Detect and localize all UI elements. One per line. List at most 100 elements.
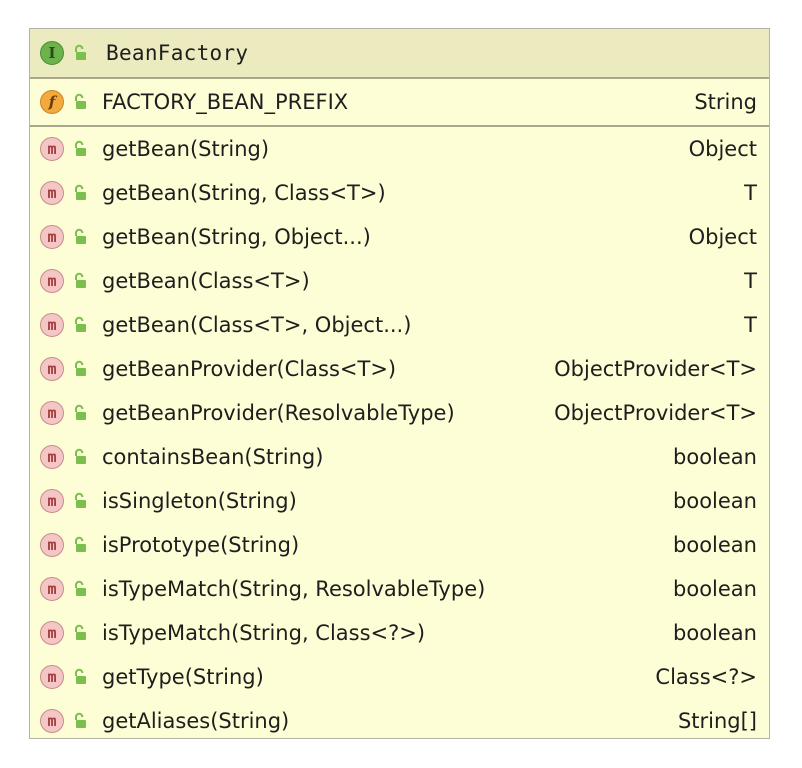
visibility-cell — [68, 228, 102, 246]
member-type: boolean — [673, 533, 757, 557]
method-icon: m — [40, 489, 64, 513]
method-row[interactable]: m getBean(Class<T>) T — [30, 259, 769, 303]
kind-cell: m — [36, 313, 68, 337]
method-icon: m — [40, 269, 64, 293]
member-name: getBean(String, Class<T>) — [102, 181, 386, 205]
kind-cell: m — [36, 225, 68, 249]
public-lock-icon — [75, 668, 86, 684]
member-type: boolean — [673, 621, 757, 645]
member-type: Object — [688, 225, 757, 249]
public-lock-icon — [75, 93, 86, 109]
method-row[interactable]: m getBeanProvider(Class<T>) ObjectProvider… — [30, 347, 769, 391]
method-row[interactable]: m getType(String) Class<?> — [30, 655, 769, 699]
member-type: Object — [688, 137, 757, 161]
kind-cell: m — [36, 445, 68, 469]
member-type: boolean — [673, 577, 757, 601]
method-row[interactable]: m getAliases(String) String[] — [30, 699, 769, 743]
kind-cell: f — [36, 90, 68, 114]
class-header: I BeanFactory — [30, 29, 769, 79]
member-name: getAliases(String) — [102, 709, 290, 733]
field-icon: f — [40, 90, 64, 114]
public-lock-icon — [75, 536, 86, 552]
member-name: getBean(Class<T>) — [102, 269, 310, 293]
method-icon: m — [40, 225, 64, 249]
kind-cell: m — [36, 621, 68, 645]
visibility-cell — [68, 316, 102, 334]
kind-cell: m — [36, 665, 68, 689]
member-name: getBean(String) — [102, 137, 270, 161]
method-row[interactable]: m isTypeMatch(String, ResolvableType) bool… — [30, 567, 769, 611]
visibility-cell — [68, 93, 102, 111]
member-type: T — [744, 181, 757, 205]
method-row[interactable]: m isPrototype(String) boolean — [30, 523, 769, 567]
visibility-cell — [68, 536, 102, 554]
visibility-cell — [68, 492, 102, 510]
member-name: getBeanProvider(Class<T>) — [102, 357, 397, 381]
method-icon: m — [40, 445, 64, 469]
public-lock-icon — [75, 44, 86, 60]
class-diagram-box: I BeanFactory f FACTORY_BEAN_PREFIX String… — [29, 28, 770, 739]
method-icon: m — [40, 621, 64, 645]
member-name: containsBean(String) — [102, 445, 324, 469]
public-lock-icon — [75, 228, 86, 244]
kind-cell: m — [36, 533, 68, 557]
member-name: isPrototype(String) — [102, 533, 300, 557]
member-name: FACTORY_BEAN_PREFIX — [102, 90, 349, 114]
member-type: T — [744, 269, 757, 293]
public-lock-icon — [75, 140, 86, 156]
visibility-cell — [68, 712, 102, 730]
public-lock-icon — [75, 580, 86, 596]
method-icon: m — [40, 577, 64, 601]
method-row[interactable]: m getBean(String) Object — [30, 127, 769, 171]
kind-cell: m — [36, 137, 68, 161]
method-row[interactable]: m getBeanProvider(ResolvableType) ObjectPr… — [30, 391, 769, 435]
member-type: ObjectProvider<T> — [554, 401, 757, 425]
public-lock-icon — [75, 316, 86, 332]
interface-icon: I — [40, 41, 64, 65]
visibility-cell — [68, 668, 102, 686]
method-icon: m — [40, 709, 64, 733]
method-icon: m — [40, 401, 64, 425]
visibility-cell — [68, 580, 102, 598]
member-type: Class<?> — [655, 665, 757, 689]
visibility-cell — [68, 272, 102, 290]
methods-section: m getBean(String) Object m getBean(String, C… — [30, 127, 769, 743]
member-name: getType(String) — [102, 665, 264, 689]
method-row[interactable]: m isTypeMatch(String, Class<?>) boolean — [30, 611, 769, 655]
member-name: getBean(Class<T>, Object...) — [102, 313, 412, 337]
public-lock-icon — [75, 492, 86, 508]
member-type: String[] — [677, 709, 757, 733]
method-icon: m — [40, 313, 64, 337]
kind-cell: m — [36, 709, 68, 733]
interface-kind: I — [36, 41, 68, 65]
method-row[interactable]: m getBean(String, Class<T>) T — [30, 171, 769, 215]
method-icon: m — [40, 665, 64, 689]
visibility-cell — [68, 448, 102, 466]
visibility-cell — [68, 140, 102, 158]
kind-cell: m — [36, 489, 68, 513]
public-lock-icon — [75, 272, 86, 288]
method-row[interactable]: m getBean(String, Object...) Object — [30, 215, 769, 259]
member-name: isTypeMatch(String, Class<?>) — [102, 621, 426, 645]
method-icon: m — [40, 357, 64, 381]
visibility-cell — [68, 184, 102, 202]
public-lock-icon — [75, 712, 86, 728]
public-lock-icon — [75, 404, 86, 420]
member-type: boolean — [673, 489, 757, 513]
member-name: getBeanProvider(ResolvableType) — [102, 401, 455, 425]
method-icon: m — [40, 137, 64, 161]
kind-cell: m — [36, 577, 68, 601]
method-icon: m — [40, 181, 64, 205]
kind-cell: m — [36, 269, 68, 293]
kind-cell: m — [36, 181, 68, 205]
member-name: getBean(String, Object...) — [102, 225, 371, 249]
public-lock-icon — [75, 360, 86, 376]
visibility-cell — [68, 360, 102, 378]
member-type: ObjectProvider<T> — [554, 357, 757, 381]
member-name: isTypeMatch(String, ResolvableType) — [102, 577, 486, 601]
